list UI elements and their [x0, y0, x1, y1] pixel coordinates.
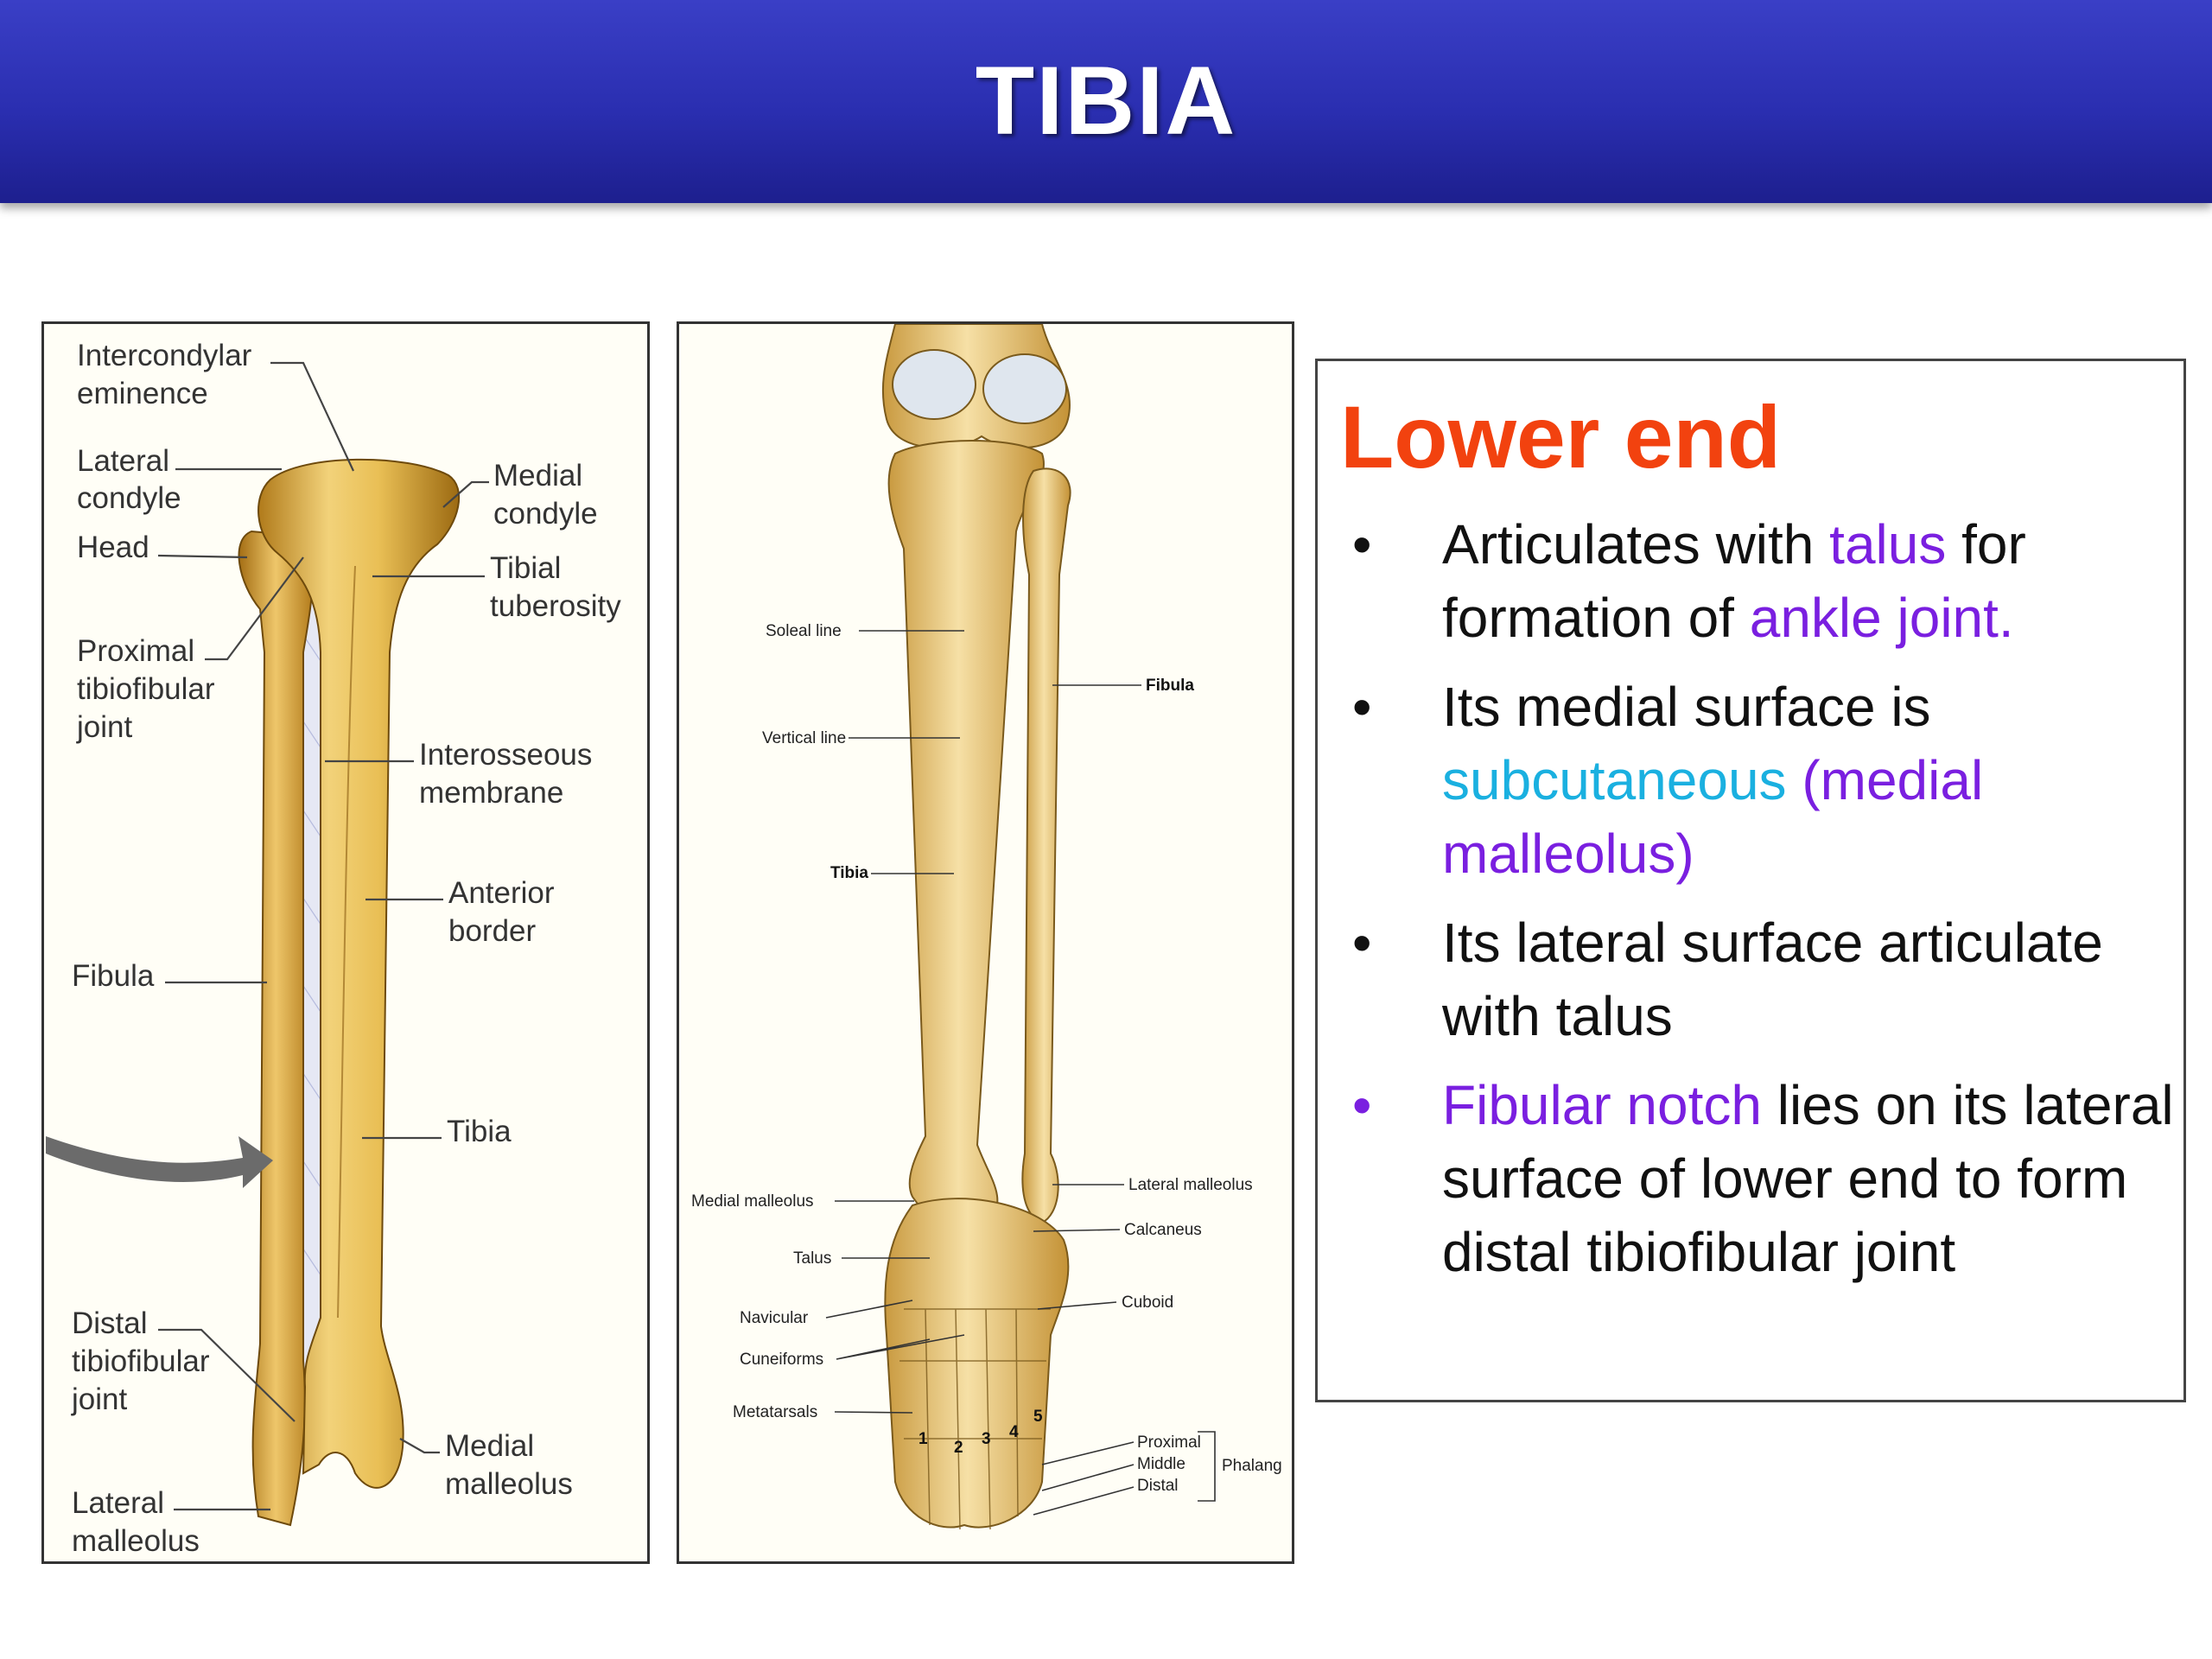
label-lateral-malleolus: Lateral malleolus: [1128, 1176, 1253, 1194]
label-lateral-malleolus-line2: malleolus: [72, 1524, 200, 1558]
label-intercondylar-line1: Intercondylar: [77, 339, 252, 372]
label-vertical-line: Vertical line: [762, 729, 846, 747]
label-proximal-phalanx: Proximal: [1137, 1433, 1201, 1452]
label-proximal-line2: tibiofibular: [77, 672, 215, 706]
digit-number-5: 5: [1033, 1408, 1043, 1426]
label-tibia: Tibia: [447, 1115, 512, 1148]
label-medial-condyle-line1: Medial: [493, 459, 582, 493]
label-medial-malleolus: Medial malleolus: [691, 1192, 814, 1211]
tibia-leg: [889, 441, 1044, 1230]
bullet-dot-icon: •: [1352, 1069, 1371, 1142]
label-medial-malleolus-line2: malleolus: [445, 1467, 573, 1501]
label-soleal-line: Soleal line: [766, 622, 842, 640]
label-distal-line3: joint: [71, 1382, 127, 1416]
bullet-dot-icon: •: [1352, 906, 1371, 980]
slide-title: TIBIA: [0, 45, 2212, 156]
bullet-1-ankle-joint-highlight: ankle joint.: [1750, 587, 2014, 649]
label-anterior-border-line1: Anterior: [448, 876, 555, 910]
label-proximal-line1: Proximal: [77, 634, 194, 668]
label-middle-phalanx: Middle: [1137, 1455, 1185, 1473]
label-fibula: Fibula: [1146, 677, 1194, 695]
label-proximal-line3: joint: [76, 710, 132, 744]
fibula-leg: [1022, 468, 1070, 1223]
fibula-bone: [239, 531, 313, 1525]
label-tibial-tuberosity-line2: tuberosity: [490, 589, 621, 623]
tibia-fibula-drawing: Intercondylar eminence Lateral condyle H…: [44, 324, 647, 1561]
label-lateral-malleolus-line1: Lateral: [72, 1486, 164, 1520]
label-head: Head: [77, 531, 149, 564]
title-banner: TIBIA: [0, 0, 2212, 203]
bullet-item-medial-surface: • Its medial surface is subcutaneous (me…: [1335, 671, 2177, 891]
label-interosseous-line2: membrane: [419, 776, 563, 810]
label-medial-condyle-line2: condyle: [493, 497, 598, 531]
bullet-1-talus-highlight: talus: [1829, 513, 1946, 575]
label-talus: Talus: [793, 1249, 831, 1268]
label-lateral-condyle-line2: condyle: [77, 481, 181, 515]
arrow-icon: [46, 1136, 273, 1188]
label-navicular: Navicular: [740, 1309, 809, 1327]
label-fibula: Fibula: [72, 959, 155, 993]
bullet-3-text: Its lateral surface articulate with talu…: [1442, 912, 2103, 1047]
label-metatarsals: Metatarsals: [733, 1403, 817, 1421]
bullet-item-lateral-surface: • Its lateral surface articulate with ta…: [1335, 906, 2177, 1053]
label-tibial-tuberosity-line1: Tibial: [490, 551, 561, 585]
tibia-fibula-illustration: Intercondylar eminence Lateral condyle H…: [41, 321, 650, 1564]
label-calcaneus: Calcaneus: [1124, 1221, 1202, 1239]
bullet-4-fibular-notch-highlight: Fibular notch: [1442, 1074, 1762, 1136]
label-lateral-condyle-line1: Lateral: [77, 444, 169, 478]
label-phalanges: Phalang: [1222, 1457, 1282, 1475]
label-distal-line2: tibiofibular: [72, 1344, 210, 1378]
label-tibia: Tibia: [830, 864, 868, 882]
label-intercondylar-line2: eminence: [77, 377, 208, 410]
leg-foot-drawing: Soleal line Vertical line Tibia Fibula M…: [679, 324, 1292, 1561]
digit-number-1: 1: [918, 1430, 928, 1448]
lower-end-bullet-list: • Articulates with talus for formation o…: [1335, 508, 2177, 1305]
label-interosseous-line1: Interosseous: [419, 738, 592, 772]
bullet-item-articulates: • Articulates with talus for formation o…: [1335, 508, 2177, 655]
bullet-1-text-a: Articulates with: [1442, 513, 1829, 575]
digit-number-3: 3: [982, 1430, 991, 1448]
bullet-2-text-a: Its medial surface is: [1442, 676, 1931, 738]
leg-foot-skeleton-illustration: Soleal line Vertical line Tibia Fibula M…: [677, 321, 1294, 1564]
bullet-dot-icon: •: [1352, 671, 1371, 744]
bullet-item-fibular-notch: • Fibular notch lies on its lateral surf…: [1335, 1069, 2177, 1289]
lower-end-text-panel: Lower end • Articulates with talus for f…: [1315, 359, 2186, 1402]
label-distal-line1: Distal: [72, 1306, 148, 1340]
digit-number-2: 2: [954, 1439, 963, 1457]
foot-bones: [885, 1198, 1068, 1527]
label-medial-malleolus-line1: Medial: [445, 1429, 534, 1463]
lower-end-heading: Lower end: [1340, 387, 1781, 488]
label-distal-phalanx: Distal: [1137, 1477, 1179, 1495]
label-cuboid: Cuboid: [1122, 1294, 1173, 1312]
bullet-dot-icon: •: [1352, 508, 1371, 582]
label-cuneiforms: Cuneiforms: [740, 1351, 823, 1369]
digit-number-4: 4: [1009, 1423, 1019, 1441]
bullet-2-subcutaneous-highlight: subcutaneous: [1442, 749, 1787, 811]
label-anterior-border-line2: border: [448, 914, 537, 948]
